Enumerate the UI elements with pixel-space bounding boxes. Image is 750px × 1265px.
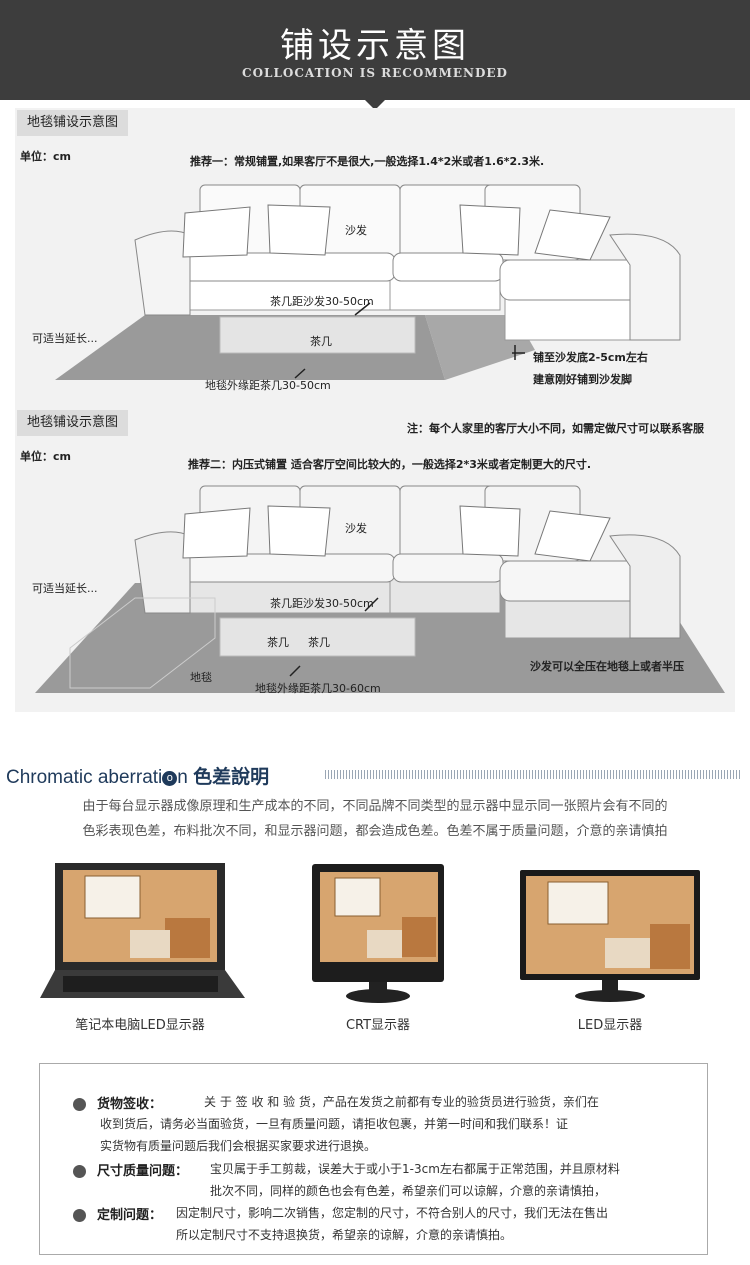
side-table (69, 597, 216, 689)
diagram2-press-label: 沙发可以全压在地毯上或者半压 (530, 660, 684, 673)
pillow-1 (182, 507, 251, 559)
header-banner (0, 0, 750, 100)
sofa-seat-1 (179, 553, 396, 583)
pillow-4 (534, 209, 611, 261)
diagram1-distance-label: 茶几距沙发30-50cm (270, 295, 374, 308)
diagram1-tag: 地毯铺设示意图 (17, 110, 129, 136)
diagram1-recommend: 推荐一：常规铺置,如果客厅不是很大,一般选择1.4*2米或者1.6*2.3米. (190, 155, 545, 168)
chaise-seat (499, 259, 651, 301)
bullet-icon (73, 1209, 86, 1222)
diagram1-rug-edge-label: 地毯外缘距茶几30-50cm (205, 379, 331, 392)
diagram2-tag: 地毯铺设示意图 (17, 410, 129, 436)
sofa-seat-2 (392, 553, 504, 583)
diagram1-edge1-label: 铺至沙发底2-5cm左右 (533, 351, 648, 364)
armrest-right (609, 534, 681, 639)
led-monitor-image (520, 870, 700, 1002)
chromatic-text-line1: 由于每台显示器成像原理和生产成本的不同，不同品牌不同类型的显示器中显示同一张照片… (82, 799, 668, 814)
monitor-label-crt: CRT显示器 (345, 1018, 411, 1033)
diagram2-table-b-label: 茶几 (308, 636, 330, 649)
sofa-diagram-2 (35, 485, 725, 693)
pillow-3 (459, 505, 521, 557)
diagram2-rug-label: 地毯 (190, 671, 212, 684)
notice-box: 货物签收： 关 于 签 收 和 验 货，产品在发货之前都有专业的验货员进行验货，… (39, 1063, 708, 1255)
diagram1-extend-label: 可适当延长... (32, 332, 98, 345)
pillow-4 (534, 510, 611, 562)
pillow-1 (182, 206, 251, 258)
diagram2-note: 注：每个人家里的客厅大小不同，如需定做尺寸可以联系客服 (407, 422, 704, 435)
diagram1-unit: 单位：cm (20, 150, 71, 163)
notice-text: 因定制尺寸，影响二次销售，您定制的尺寸，不符合别人的尺寸，我们无法在售出 (176, 1206, 609, 1220)
diagram2-recommend: 推荐二：内压式铺置 适合客厅空间比较大的，一般选择2*3米或者定制更大的尺寸. (188, 458, 592, 471)
diagram1-sofa-label: 沙发 (345, 224, 367, 237)
notice-head-custom: 定制问题： (97, 1208, 163, 1223)
title-rule-lines (325, 770, 740, 779)
notice-head-receipt: 货物签收： (97, 1097, 163, 1112)
pillow-2 (267, 204, 331, 256)
diagram2-sofa-label: 沙发 (345, 522, 367, 535)
notice-text: 宝贝属于手工剪裁，误差大于或小于1-3cm左右都属于正常范围，并且原材料 (210, 1162, 620, 1176)
sofa-diagram-1 (55, 184, 681, 380)
sofa-seat-2 (392, 252, 504, 282)
header-notch (365, 100, 385, 110)
bullet-icon (73, 1165, 86, 1178)
laptop-image (40, 863, 245, 998)
diagram1-edge2-label: 建意刚好铺到沙发脚 (533, 373, 632, 386)
notice-head-size: 尺寸质量问题： (97, 1164, 189, 1179)
diagram2-distance-label: 茶几距沙发30-50cm (270, 597, 374, 610)
armrest-right (609, 233, 681, 341)
bullet-icon (73, 1098, 86, 1111)
notice-text: 批次不同，同样的颜色也会有色差，希望亲们可以谅解，介意的亲请慎拍， (210, 1184, 607, 1198)
page-subtitle: COLLOCATION IS RECOMMENDED (242, 66, 508, 80)
notice-text: 关 于 签 收 和 验 货，产品在发货之前都有专业的验货员进行验货，亲们在 (204, 1095, 599, 1109)
monitor-label-laptop: 笔记本电脑LED显示器 (75, 1018, 205, 1033)
pillow-2 (267, 505, 331, 557)
monitor-label-led: LED显示器 (577, 1018, 643, 1033)
notice-text: 实货物有质量问题后我们会根据买家要求进行退换。 (100, 1139, 377, 1153)
chaise-seat (499, 560, 651, 602)
page-title: 铺设示意图 (280, 26, 470, 66)
notice-text: 所以定制尺寸不支持退换货，希望亲的谅解，介意的亲请慎拍。 (176, 1228, 513, 1242)
pillow-3 (459, 204, 521, 256)
chromatic-o-icon: o (162, 771, 178, 786)
armrest-left (134, 230, 191, 316)
sofa-seat-1 (179, 252, 396, 282)
diagram2-table-a-label: 茶几 (267, 636, 289, 649)
notice-text: 收到货后，请务必当面验货，一旦有质量问题，请拒收包裹，并第一时间和我们联系！证 (100, 1117, 569, 1131)
armrest-left (134, 531, 191, 614)
diagram2-extend-label: 可适当延长... (32, 582, 98, 595)
diagram2-unit: 单位：cm (20, 450, 71, 463)
diagram1-table-label: 茶几 (310, 335, 332, 348)
diagram2-rug-edge-label: 地毯外缘距茶几30-60cm (255, 682, 381, 695)
coffee-table-top (219, 316, 416, 354)
coffee-table-top (219, 617, 416, 657)
chromatic-text-line2: 色彩表现色差，布料批次不同，和显示器问题，都会造成色差。色差不属于质量问题，介意… (82, 824, 668, 839)
crt-monitor-image (312, 864, 444, 1003)
